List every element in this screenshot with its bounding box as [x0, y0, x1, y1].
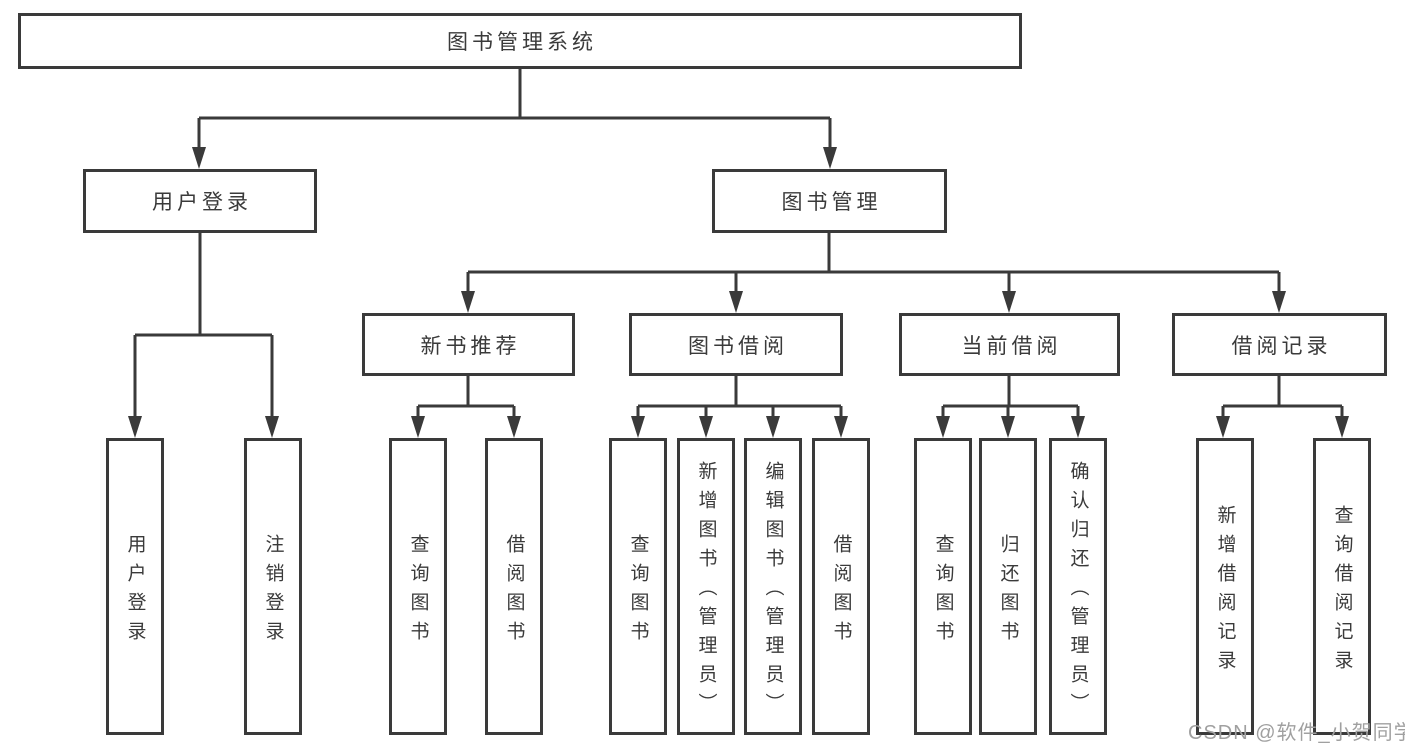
leaf-cb-query-book-label: 查询图书 — [932, 533, 954, 650]
leaf-logout-label: 注销登录 — [262, 533, 284, 650]
connector-book-management — [466, 233, 1281, 292]
leaf-bb-add-book: 新增图书（管理员） — [677, 438, 735, 735]
leaf-bb-edit-book-label: 编辑图书（管理员） — [762, 461, 784, 722]
leaf-br-add-record-label: 新增借阅记录 — [1214, 504, 1236, 679]
arrowhead — [631, 416, 645, 438]
arrowhead — [192, 147, 206, 169]
arrowhead — [1272, 291, 1286, 313]
node-user-login-label: 用户登录 — [152, 191, 252, 214]
connector-borrow-records — [1221, 376, 1344, 417]
arrowhead — [128, 416, 142, 438]
node-current-borrow: 当前借阅 — [899, 313, 1120, 376]
leaf-nb-borrow-book-label: 借阅图书 — [503, 533, 525, 650]
node-book-management-label: 图书管理 — [781, 191, 882, 214]
node-root-label: 图书管理系统 — [447, 31, 597, 54]
arrowhead — [823, 147, 837, 169]
arrowhead — [411, 416, 425, 438]
leaf-br-query-record-label: 查询借阅记录 — [1331, 504, 1353, 679]
connector-root — [197, 69, 832, 148]
arrowhead — [461, 291, 475, 313]
leaf-nb-query-book-label: 查询图书 — [407, 533, 429, 650]
leaf-bb-add-book-label: 新增图书（管理员） — [695, 461, 717, 722]
arrowhead — [766, 416, 780, 438]
arrowhead — [729, 291, 743, 313]
node-borrow-records: 借阅记录 — [1172, 313, 1387, 376]
arrowhead — [507, 416, 521, 438]
leaf-cb-query-book: 查询图书 — [914, 438, 972, 735]
node-root: 图书管理系统 — [18, 13, 1022, 69]
leaf-cb-return-book: 归还图书 — [979, 438, 1037, 735]
node-new-book-recommend-label: 新书推荐 — [420, 334, 521, 358]
arrowhead — [699, 416, 713, 438]
node-book-borrow: 图书借阅 — [629, 313, 843, 376]
leaf-logout: 注销登录 — [244, 438, 302, 735]
node-book-management: 图书管理 — [712, 169, 947, 233]
leaf-br-query-record: 查询借阅记录 — [1313, 438, 1371, 735]
watermark: CSDN @软件_小贺同学 — [1188, 722, 1405, 744]
arrowhead — [1216, 416, 1230, 438]
connector-current-borrow — [941, 376, 1080, 417]
node-current-borrow-label: 当前借阅 — [961, 334, 1062, 358]
leaf-br-add-record: 新增借阅记录 — [1196, 438, 1254, 735]
connector-new-book — [416, 376, 516, 417]
node-borrow-records-label: 借阅记录 — [1231, 334, 1332, 358]
arrowhead — [1001, 416, 1015, 438]
leaf-bb-query-book-label: 查询图书 — [627, 533, 649, 650]
node-new-book-recommend: 新书推荐 — [362, 313, 575, 376]
leaf-user-login-label: 用户登录 — [124, 533, 146, 650]
leaf-bb-query-book: 查询图书 — [609, 438, 667, 735]
leaf-bb-borrow-book-label: 借阅图书 — [830, 533, 852, 650]
leaf-cb-confirm-return-label: 确认归还（管理员） — [1067, 461, 1089, 722]
leaf-cb-confirm-return: 确认归还（管理员） — [1049, 438, 1107, 735]
leaf-nb-query-book: 查询图书 — [389, 438, 447, 735]
node-user-login: 用户登录 — [83, 169, 317, 233]
arrowhead — [834, 416, 848, 438]
arrowhead — [1002, 291, 1016, 313]
arrowhead — [1071, 416, 1085, 438]
connector-book-borrow — [636, 376, 843, 417]
connector-user-login — [133, 233, 274, 417]
arrowhead — [265, 416, 279, 438]
arrowhead — [1335, 416, 1349, 438]
leaf-user-login: 用户登录 — [106, 438, 164, 735]
arrowhead — [936, 416, 950, 438]
node-book-borrow-label: 图书借阅 — [688, 334, 788, 358]
leaf-cb-return-book-label: 归还图书 — [997, 533, 1019, 650]
leaf-nb-borrow-book: 借阅图书 — [485, 438, 543, 735]
leaf-bb-edit-book: 编辑图书（管理员） — [744, 438, 802, 735]
leaf-bb-borrow-book: 借阅图书 — [812, 438, 870, 735]
